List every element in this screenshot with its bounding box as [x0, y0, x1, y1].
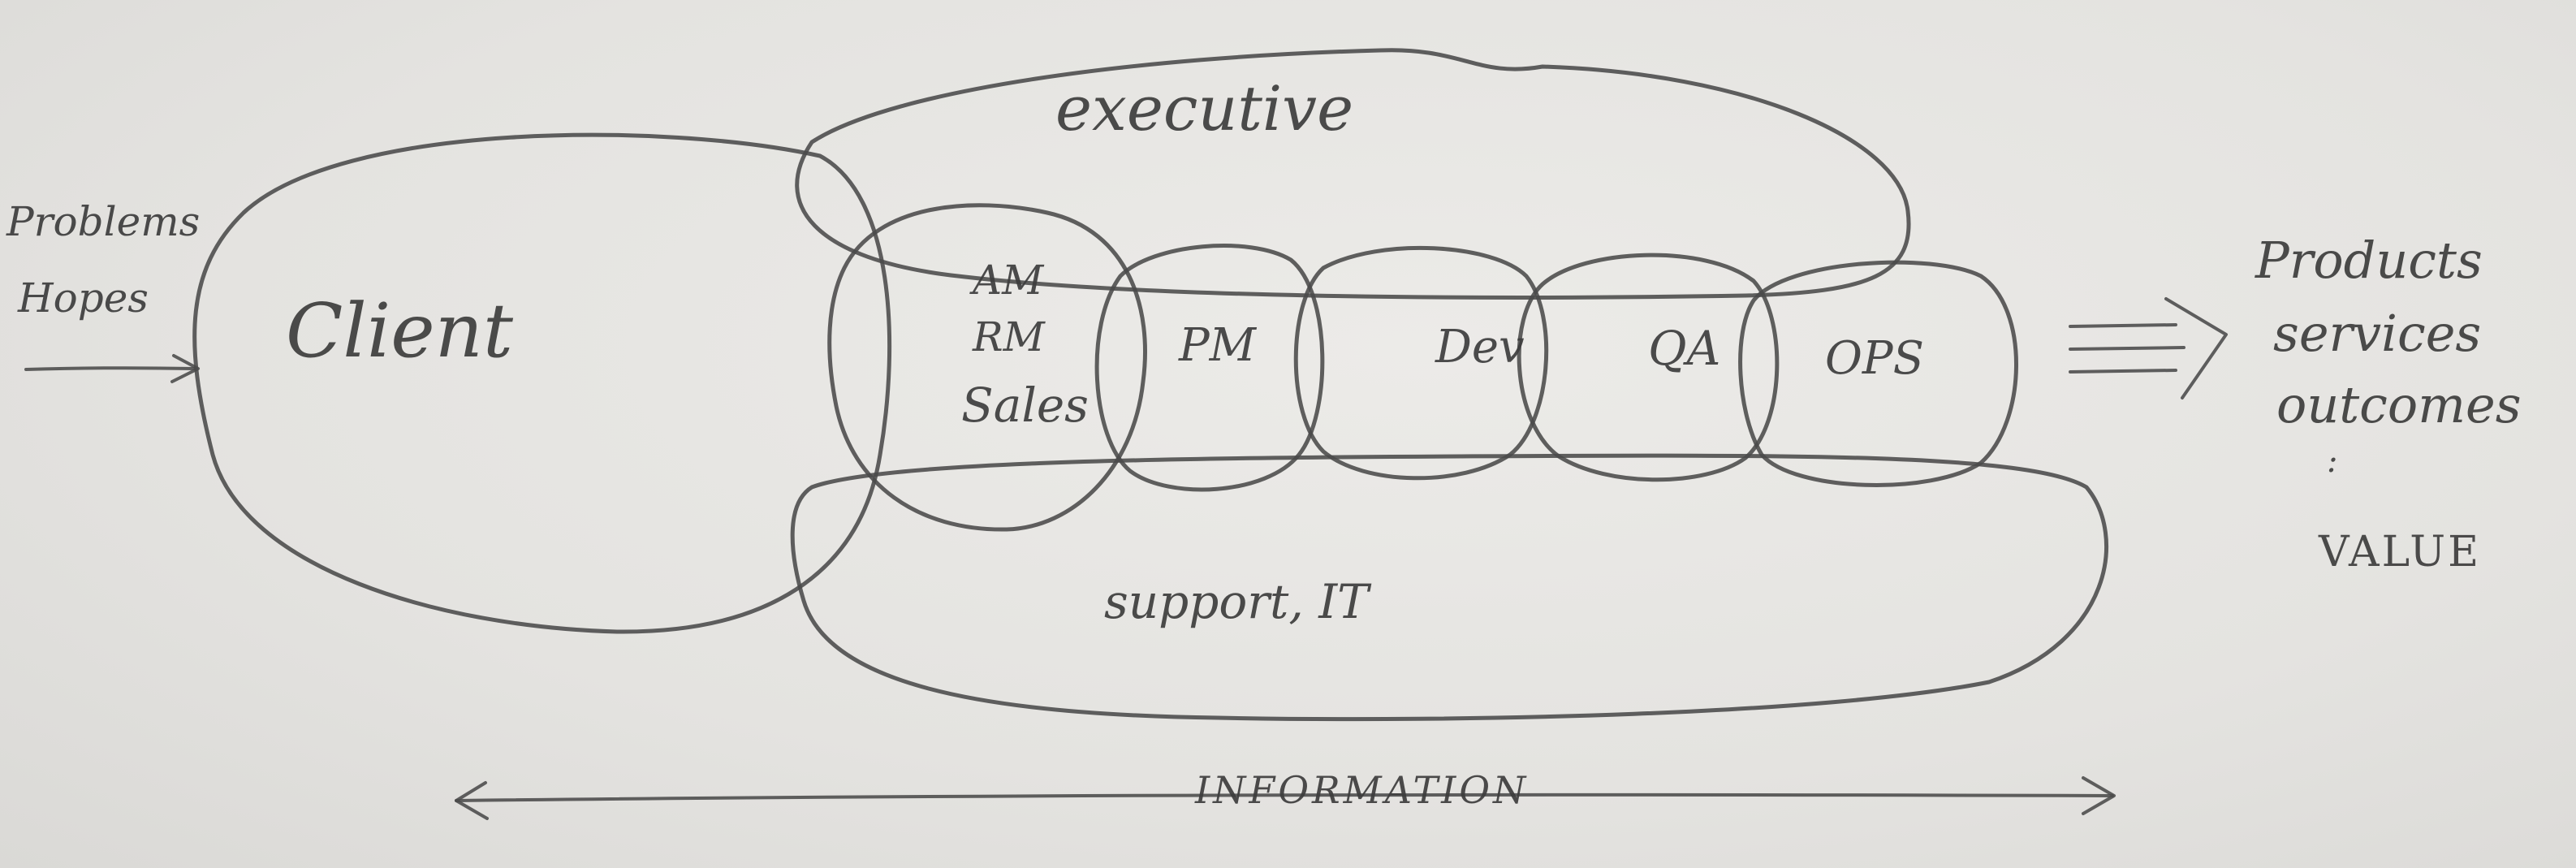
- rm-label: RM: [973, 313, 1045, 361]
- information-label: INFORMATION: [1195, 768, 1530, 812]
- problems-label: Problems: [6, 198, 201, 245]
- client-ellipse: [192, 132, 892, 634]
- outcomes-label: outcomes: [2276, 375, 2522, 434]
- dev-label: Dev: [1435, 321, 1525, 374]
- support-ellipse: [790, 453, 2108, 722]
- am-label: AM: [973, 257, 1044, 304]
- sales-label: Sales: [961, 378, 1089, 433]
- value-label: VALUE: [2319, 528, 2482, 577]
- pm-circle: [1094, 244, 1325, 492]
- hopes-label: Hopes: [18, 274, 149, 322]
- products-label: Products: [2255, 231, 2483, 290]
- account-circle: [827, 203, 1147, 532]
- input-arrow: [24, 354, 200, 383]
- ops-label: OPS: [1825, 332, 1924, 385]
- output-arrow: [2069, 297, 2228, 399]
- pm-label: PM: [1179, 319, 1257, 372]
- executive-ellipse: [795, 48, 1911, 300]
- executive-label: executive: [1055, 72, 1354, 145]
- support-label: support, IT: [1104, 574, 1369, 629]
- services-label: services: [2273, 304, 2482, 363]
- ellipsis-mark: :: [2327, 443, 2338, 480]
- qa-label: QA: [1648, 321, 1721, 376]
- client-label: Client: [286, 287, 513, 374]
- information-arrow: [455, 776, 2116, 820]
